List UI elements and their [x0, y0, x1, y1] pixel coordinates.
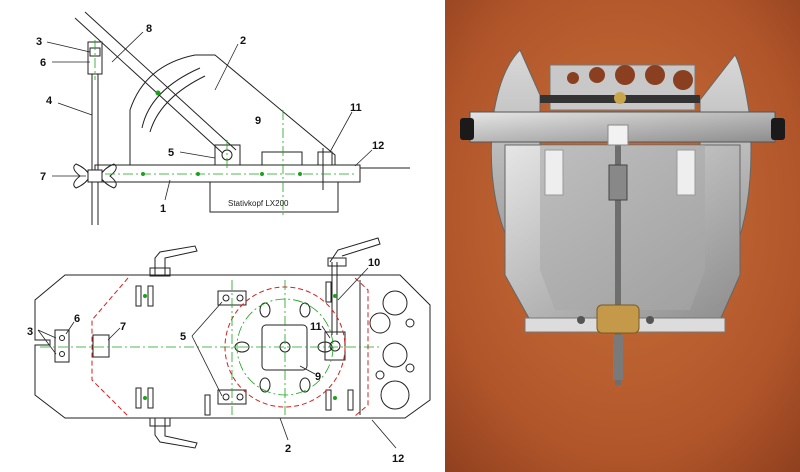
technical-drawing: Stativkopf LX200 3 6 8 2 4 9 11 5 12 7 1: [27, 11, 431, 465]
mount-text: Stativkopf LX200: [228, 199, 289, 208]
tripod-head-box: [209, 181, 339, 213]
label-side-11: 11: [350, 102, 362, 114]
label-side-3: 3: [36, 36, 42, 48]
label-side-9: 9: [255, 115, 261, 127]
label-top-5: 5: [180, 331, 186, 343]
label-side-4: 4: [46, 95, 53, 107]
top-plate: [34, 274, 431, 419]
label-side-1: 1: [160, 203, 166, 215]
label-side-2: 2: [240, 35, 246, 47]
label-top-2: 2: [285, 443, 291, 455]
label-side-7: 7: [40, 171, 46, 183]
label-top-9: 9: [315, 371, 321, 383]
label-top-10: 10: [368, 257, 380, 269]
top-view: [34, 237, 431, 449]
label-side-8: 8: [146, 23, 152, 35]
label-top-11: 11: [310, 321, 322, 333]
label-side-12: 12: [372, 140, 384, 152]
arm-rod: [74, 17, 229, 159]
device-photo: [445, 0, 800, 472]
brass-nut: [596, 304, 640, 334]
label-side-5: 5: [168, 147, 174, 159]
label-top-6: 6: [74, 313, 80, 325]
label-top-3: 3: [27, 326, 33, 338]
label-side-6: 6: [40, 57, 46, 69]
threaded-rod: [615, 125, 621, 385]
label-top-7: 7: [120, 321, 126, 333]
label-top-12: 12: [392, 453, 404, 465]
side-plate: [129, 54, 336, 165]
